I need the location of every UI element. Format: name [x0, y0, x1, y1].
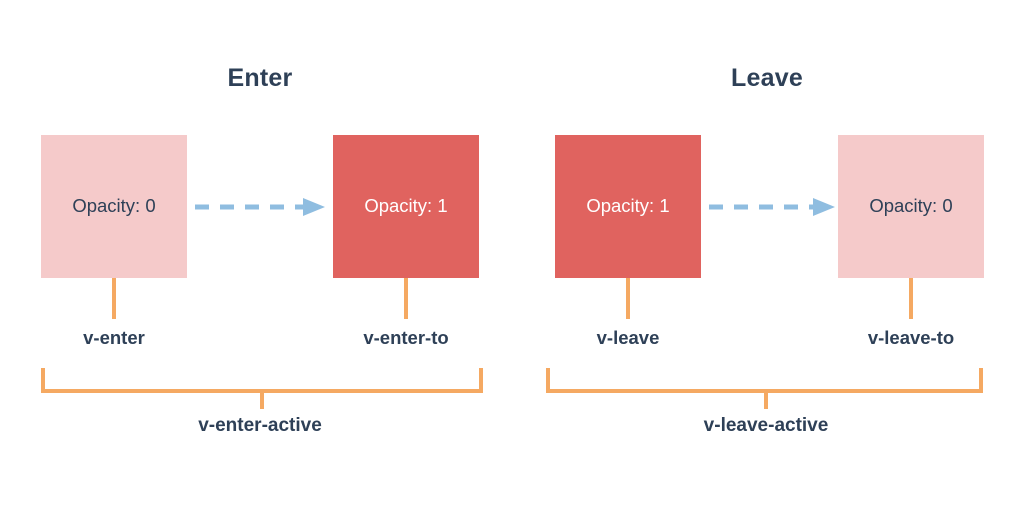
- enter-from-class-label: v-enter: [83, 327, 145, 348]
- leave-from-connector-line: [626, 278, 630, 319]
- enter-bracket-stem: [260, 392, 264, 409]
- leave-dashed-arrow-right-icon: [709, 196, 837, 218]
- section-title-enter: Enter: [227, 64, 293, 92]
- leave-to-box-label: Opacity: 0: [869, 195, 953, 217]
- enter-dashed-arrow-right-icon: [195, 196, 327, 218]
- enter-active-class-label: v-enter-active: [198, 415, 322, 436]
- leave-from-class-label: v-leave: [596, 327, 660, 348]
- leave-to-class-label: v-leave-to: [867, 327, 955, 348]
- enter-from-connector-line: [112, 278, 116, 319]
- enter-to-box-label: Opacity: 1: [364, 195, 448, 217]
- enter-from-box-label: Opacity: 0: [72, 195, 156, 217]
- leave-bracket-right-arm: [979, 368, 983, 393]
- leave-to-connector-line: [909, 278, 913, 319]
- leave-bracket-left-arm: [546, 368, 550, 393]
- leave-bracket-stem: [764, 392, 768, 409]
- enter-bracket-left-arm: [41, 368, 45, 393]
- leave-active-bracket: [546, 368, 983, 393]
- enter-to-connector-line: [404, 278, 408, 319]
- enter-from-box: Opacity: 0: [41, 135, 187, 278]
- enter-bracket-bar: [41, 389, 483, 393]
- enter-to-class-label: v-enter-to: [363, 327, 449, 348]
- leave-bracket-bar: [546, 389, 983, 393]
- enter-active-bracket: [41, 368, 483, 393]
- enter-bracket-right-arm: [479, 368, 483, 393]
- enter-to-box: Opacity: 1: [333, 135, 479, 278]
- leave-to-box: Opacity: 0: [838, 135, 984, 278]
- section-title-leave: Leave: [731, 64, 803, 92]
- leave-active-class-label: v-leave-active: [703, 415, 829, 436]
- leave-from-box-label: Opacity: 1: [586, 195, 670, 217]
- leave-from-box: Opacity: 1: [555, 135, 701, 278]
